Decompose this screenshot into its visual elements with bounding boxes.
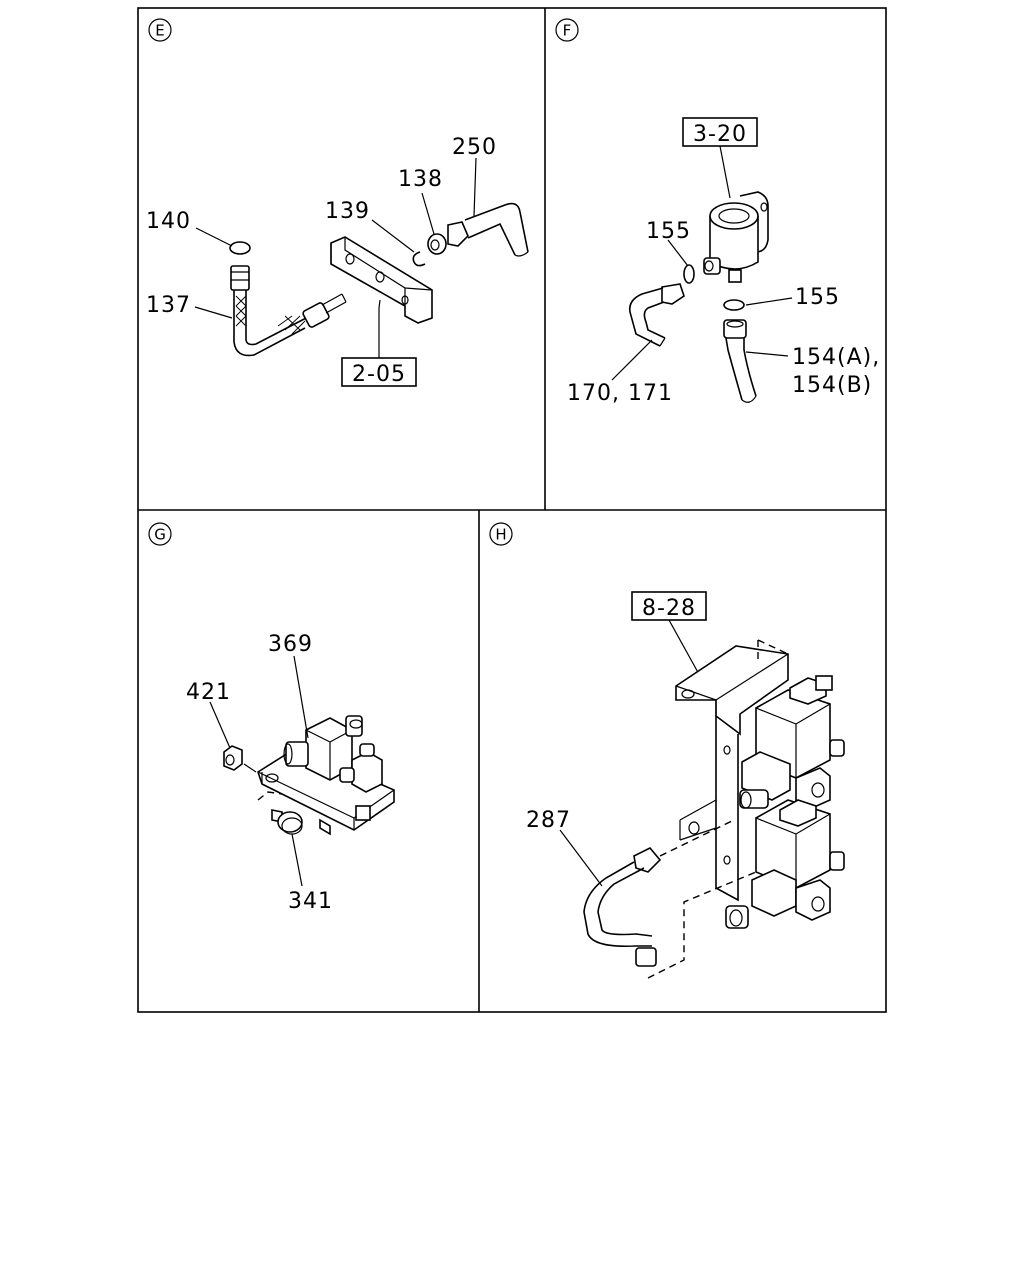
- panel-g-marker: G: [148, 522, 172, 546]
- callout-421: 421: [186, 680, 231, 705]
- clip-139: [412, 251, 426, 267]
- panel-h: H 8-28: [489, 522, 845, 979]
- nut-138: [427, 233, 447, 255]
- callout-369: 369: [268, 632, 313, 657]
- solenoid-valve-lower: [725, 799, 845, 929]
- valve-369: [283, 715, 363, 781]
- valve-fitting-small: [339, 743, 383, 793]
- callout-250: 250: [452, 135, 497, 160]
- callout-155-lower: 155: [795, 285, 840, 310]
- mounting-bracket: [330, 236, 433, 324]
- o-ring-155-lower: [723, 299, 745, 311]
- panel-f-marker: F: [555, 18, 579, 42]
- svg-text:E: E: [155, 22, 164, 40]
- panel-f-leaders: [611, 239, 793, 381]
- svg-text:H: H: [495, 526, 506, 544]
- svg-text:F: F: [563, 22, 572, 40]
- solenoid-valve-upper: [739, 675, 845, 809]
- panel-e-leaders: [194, 157, 477, 319]
- panel-f: F 3-20: [555, 18, 880, 406]
- callout-287: 287: [526, 808, 571, 833]
- hose-154: [723, 319, 757, 403]
- svg-text:3-20: 3-20: [693, 122, 747, 147]
- ref-box-8-28: 8-28: [631, 591, 707, 677]
- callout-137: 137: [146, 293, 191, 318]
- hose-170-171: [628, 283, 685, 347]
- callout-140: 140: [146, 209, 191, 234]
- callout-341: 341: [288, 889, 333, 914]
- valve-bracket: [675, 639, 789, 902]
- panel-e: E 2-05: [146, 18, 529, 387]
- fluid-reservoir: [703, 191, 769, 283]
- hose-137: [230, 265, 347, 357]
- svg-text:G: G: [154, 526, 166, 544]
- panel-h-marker: H: [489, 522, 513, 546]
- o-ring-155-upper: [683, 264, 695, 284]
- callout-155-upper: 155: [646, 219, 691, 244]
- callout-139: 139: [325, 199, 370, 224]
- panel-g: G: [148, 522, 395, 914]
- o-ring-140: [229, 241, 251, 255]
- ref-box-3-20: 3-20: [682, 117, 758, 199]
- callout-154-a: 154(A),: [792, 345, 880, 370]
- panel-g-leaders: [209, 655, 309, 887]
- ref-box-2-05: 2-05: [341, 299, 417, 387]
- panel-frames: [137, 7, 887, 1013]
- callout-138: 138: [398, 167, 443, 192]
- panel-e-marker: E: [148, 18, 172, 42]
- nut-421: [223, 745, 257, 773]
- pipe-250: [447, 202, 529, 257]
- svg-text:2-05: 2-05: [352, 362, 406, 387]
- panel-h-leaders: [559, 829, 603, 887]
- callout-154-b: 154(B): [792, 373, 872, 398]
- callout-170-171: 170, 171: [567, 381, 673, 406]
- pipe-287: [583, 819, 757, 979]
- svg-text:8-28: 8-28: [642, 596, 696, 621]
